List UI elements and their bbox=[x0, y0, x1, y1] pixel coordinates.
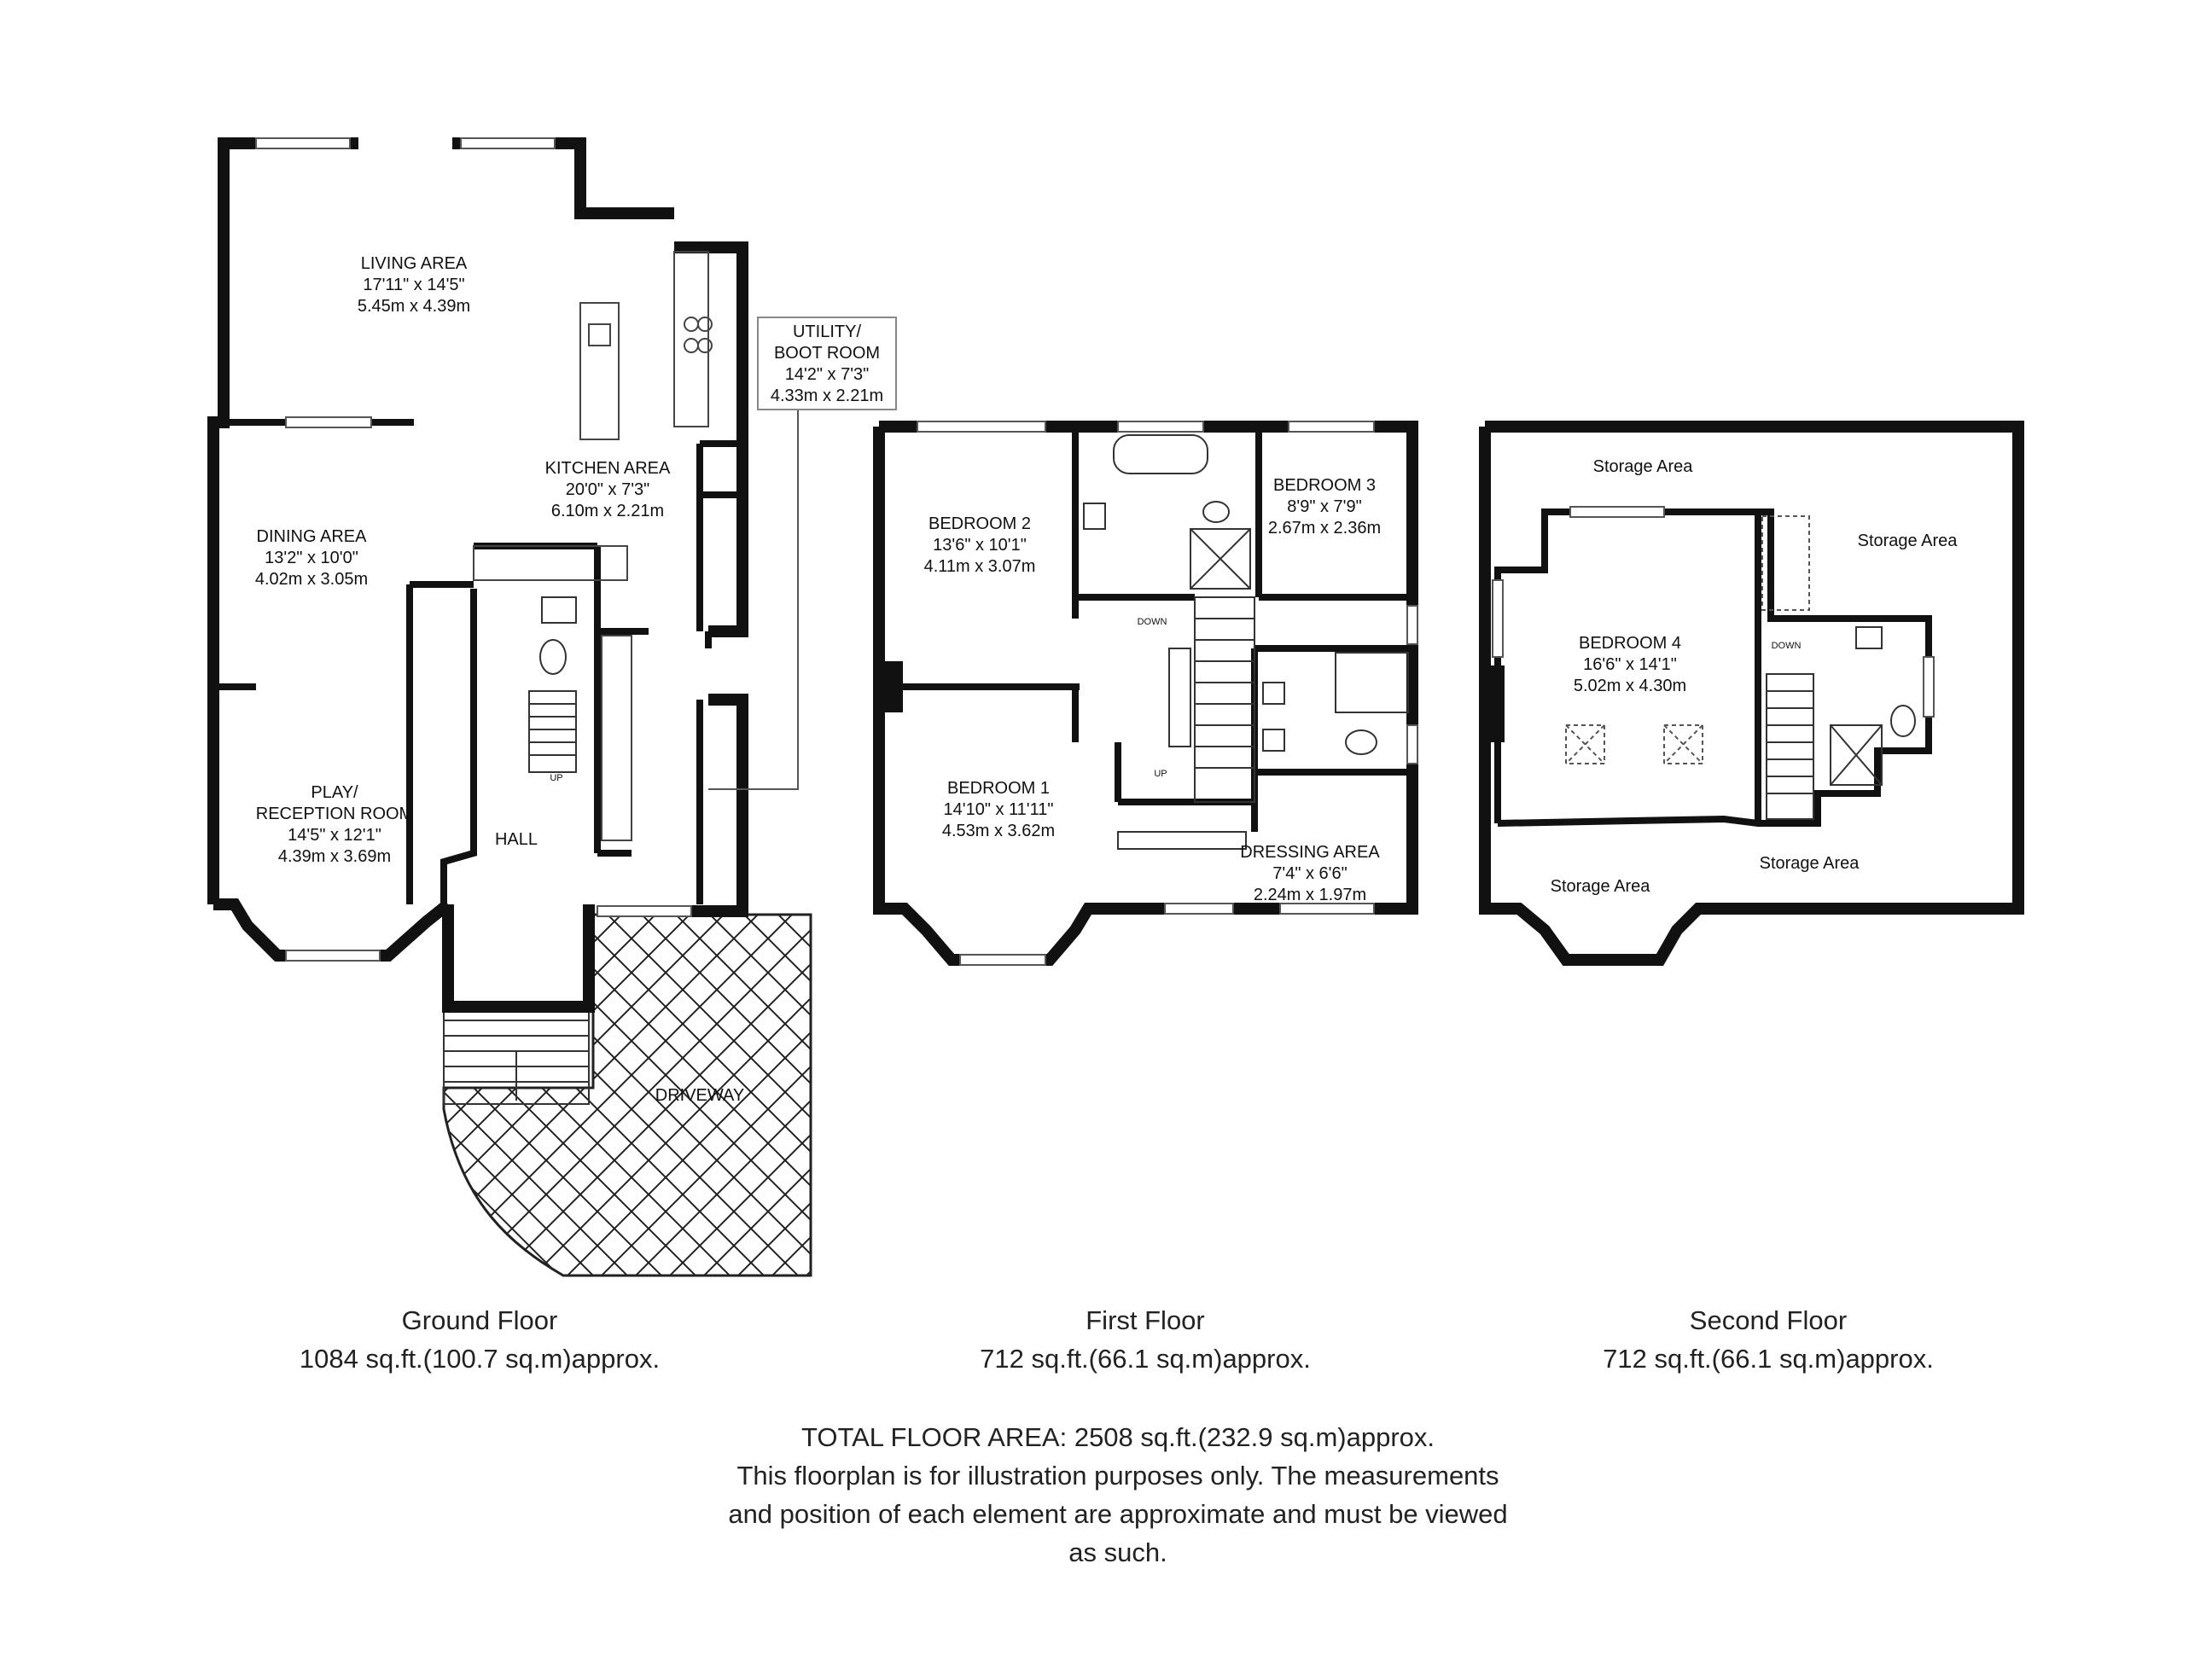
second-floor-plan bbox=[1479, 421, 2024, 966]
bedroom1-imperial: 14'10" x 11'11" bbox=[944, 800, 1054, 819]
dining-area-imperial: 13'2" x 10'0" bbox=[265, 549, 358, 567]
wardrobes bbox=[1117, 831, 1247, 850]
utility-imperial: 14'2" x 7'3" bbox=[785, 365, 870, 384]
utility-name-2: BOOT ROOM bbox=[774, 344, 880, 363]
bedroom3-metric: 2.67m x 2.36m bbox=[1268, 519, 1381, 538]
disclaimer-line-1: This floorplan is for illustration purpo… bbox=[736, 1461, 1499, 1491]
living-area-name: LIVING AREA bbox=[361, 254, 468, 273]
bedroom3-imperial: 8'9" x 7'9" bbox=[1287, 497, 1361, 516]
bathroom-fittings bbox=[1083, 434, 1409, 755]
second-inner-walls bbox=[1494, 508, 1932, 827]
dressing-metric: 2.24m x 1.97m bbox=[1254, 886, 1366, 904]
second-walls bbox=[1479, 421, 2024, 966]
ensuite-fittings bbox=[1830, 626, 1916, 786]
storage-area-bottom-left: Storage Area bbox=[1551, 877, 1651, 896]
play-room-imperial: 14'5" x 12'1" bbox=[288, 826, 381, 845]
first-floor-plan bbox=[873, 421, 1418, 966]
play-room-metric: 4.39m x 3.69m bbox=[278, 847, 391, 866]
driveway-name: DRIVEWAY bbox=[655, 1086, 744, 1105]
dining-area-metric: 4.02m x 3.05m bbox=[255, 570, 368, 589]
chimney-breast-1 bbox=[884, 661, 903, 712]
chimney-breast-2 bbox=[1489, 665, 1505, 742]
utility-label-box bbox=[757, 317, 897, 410]
kitchen-area-metric: 6.10m x 2.21m bbox=[551, 502, 664, 520]
bedroom1-metric: 4.53m x 3.62m bbox=[942, 822, 1055, 840]
storage-area-top: Storage Area bbox=[1593, 457, 1694, 476]
storage-area-right: Storage Area bbox=[1858, 532, 1959, 550]
bedroom1-name: BEDROOM 1 bbox=[947, 779, 1050, 798]
first-stair-down: DOWN bbox=[1138, 617, 1167, 627]
first-stair-up: UP bbox=[1154, 769, 1167, 779]
disclaimer-line-3: as such. bbox=[1068, 1537, 1167, 1567]
first-windows bbox=[917, 421, 1418, 966]
ground-floor-area: 1084 sq.ft.(100.7 sq.m)approx. bbox=[300, 1344, 660, 1374]
utility-leader bbox=[708, 410, 799, 790]
ground-wc bbox=[539, 596, 577, 675]
play-room-name-1: PLAY/ bbox=[311, 783, 358, 802]
driveway-hatch bbox=[442, 913, 812, 1277]
dressing-imperial: 7'4" x 6'6" bbox=[1272, 864, 1347, 883]
living-area-metric: 5.45m x 4.39m bbox=[358, 297, 470, 316]
first-floor-area: 712 sq.ft.(66.1 sq.m)approx. bbox=[980, 1344, 1311, 1374]
first-floor-caption: First Floor bbox=[1086, 1305, 1205, 1335]
ground-stair-up: UP bbox=[550, 773, 562, 783]
first-stairs bbox=[1168, 596, 1255, 803]
bedroom3-name: BEDROOM 3 bbox=[1273, 476, 1376, 495]
bedroom2-imperial: 13'6" x 10'1" bbox=[933, 536, 1027, 555]
bedroom4-name: BEDROOM 4 bbox=[1579, 634, 1681, 653]
kitchen-area-imperial: 20'0" x 7'3" bbox=[566, 480, 650, 499]
second-floor-caption: Second Floor bbox=[1690, 1305, 1847, 1335]
second-stairs bbox=[1766, 673, 1814, 820]
dressing-name: DRESSING AREA bbox=[1240, 843, 1380, 862]
second-floor-area: 712 sq.ft.(66.1 sq.m)approx. bbox=[1603, 1344, 1934, 1374]
ground-stairs bbox=[528, 690, 577, 773]
hall-name: HALL bbox=[495, 830, 538, 849]
kitchen-fittings bbox=[473, 251, 713, 841]
bedroom4-metric: 5.02m x 4.30m bbox=[1574, 677, 1686, 695]
utility-metric: 4.33m x 2.21m bbox=[771, 386, 883, 405]
ground-windows bbox=[255, 137, 692, 962]
second-stair-down: DOWN bbox=[1772, 641, 1802, 651]
disclaimer-line-2: and position of each element are approxi… bbox=[728, 1499, 1507, 1529]
living-area-imperial: 17'11" x 14'5" bbox=[363, 276, 464, 294]
play-room-name-2: RECEPTION ROOM bbox=[256, 805, 413, 823]
bedroom2-metric: 4.11m x 3.07m bbox=[924, 557, 1036, 576]
second-windows bbox=[1492, 506, 1935, 718]
total-floor-area: TOTAL FLOOR AREA: 2508 sq.ft.(232.9 sq.m… bbox=[801, 1422, 1435, 1452]
kitchen-area-name: KITCHEN AREA bbox=[545, 459, 671, 478]
ground-floor-plan bbox=[207, 137, 897, 1277]
dining-area-name: DINING AREA bbox=[257, 527, 368, 546]
ground-floor-caption: Ground Floor bbox=[402, 1305, 558, 1335]
bedroom2-name: BEDROOM 2 bbox=[928, 514, 1031, 533]
bedroom4-imperial: 16'6" x 14'1" bbox=[1583, 655, 1677, 674]
storage-area-bottom-right: Storage Area bbox=[1760, 854, 1860, 873]
rooflights bbox=[1565, 515, 1810, 764]
utility-name-1: UTILITY/ bbox=[793, 323, 861, 341]
